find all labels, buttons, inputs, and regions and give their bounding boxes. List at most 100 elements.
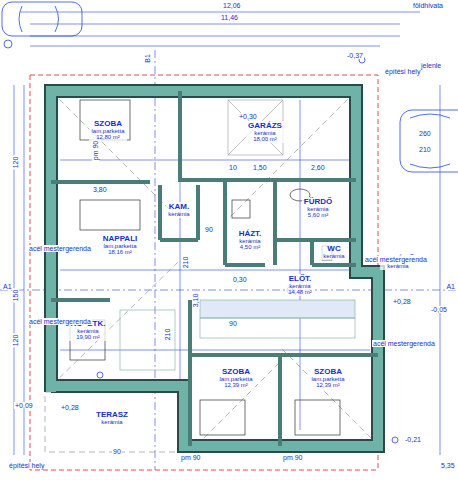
room-label: TERASZkerámia [94, 410, 130, 427]
room-name: SZOBA [219, 368, 252, 376]
dimension-label: 210 [183, 255, 190, 269]
wall [312, 263, 356, 267]
walls [51, 91, 378, 446]
floor-material: kerámia [96, 419, 128, 425]
dimension-label: 260 [418, 130, 432, 137]
room-area: 19,90 m² [71, 334, 106, 340]
dimension-label: 12,06 [222, 2, 242, 9]
floor-material: kerámia [168, 211, 189, 217]
boundary [30, 75, 378, 470]
wall [51, 180, 150, 184]
building-line [30, 75, 378, 470]
dimension-label: pm 90 [93, 139, 100, 160]
floor-material: kerámia [71, 328, 106, 334]
dim-line [300, 100, 301, 430]
dimension-label: 10 [228, 164, 238, 171]
skylight [228, 100, 283, 155]
room-label: NAPPALIlam.parketta18,16 m² [101, 234, 140, 257]
floor-material: kerámia [288, 283, 312, 289]
ridge [280, 347, 385, 452]
point [392, 437, 398, 443]
dimension-label: 2,60 [310, 164, 326, 171]
dim-line [60, 270, 360, 271]
car [400, 110, 458, 172]
dimension-label: 3,80 [92, 186, 108, 193]
dimension-label: acél mestergerenda [364, 256, 428, 263]
room-area: 5,60 m² [304, 212, 332, 218]
room-label: WCkerámia [321, 244, 346, 261]
dimension-label: 120 [13, 333, 20, 347]
floor-material: lam.parketta [219, 376, 252, 382]
wall [180, 178, 356, 182]
car-window [19, 6, 59, 32]
wall [310, 240, 314, 265]
dim-line [30, 46, 380, 47]
dimension-label: pm 90 [282, 454, 303, 461]
dimension-lines [0, 12, 458, 470]
boundary [30, 75, 378, 470]
dimension-label: 150 [13, 288, 20, 302]
dimension-label: építési hely [8, 462, 45, 469]
dimension-label: földhivata [412, 2, 444, 9]
room-label: FÜRDŐkerámia5,60 m² [302, 197, 334, 220]
room-name: KAM. [168, 203, 189, 211]
dimension-label: -0,37 [346, 52, 364, 59]
kitchen-counter [120, 310, 175, 370]
room-name: SZOBA [311, 368, 344, 376]
room-name: GARÁZS [248, 122, 282, 130]
room-name: SZOBA [91, 120, 124, 128]
dim-line [30, 24, 400, 25]
floor-material: lam.parketta [91, 128, 124, 134]
dim-line [24, 85, 25, 455]
room-area: 12,39 m² [311, 382, 344, 388]
room-label: SZOBAlam.parketta12,39 m² [217, 367, 254, 390]
bed [200, 400, 245, 435]
ridge [230, 85, 362, 217]
section-line [0, 290, 458, 291]
room-label: GARÁZSkerámia18,00 m² [246, 121, 284, 144]
section-line [155, 50, 156, 470]
fixtures [70, 100, 340, 435]
room-name: FÜRDŐ [304, 198, 332, 206]
wall [160, 238, 198, 242]
dimension-label: 3,10 [193, 292, 200, 308]
dimension-label: A1 [445, 283, 456, 290]
wall [178, 91, 182, 182]
wardrobe [200, 300, 355, 318]
wall [275, 238, 356, 242]
dim-line [60, 160, 360, 161]
sofa [80, 200, 140, 230]
dim-line [60, 350, 370, 351]
wall [278, 355, 282, 446]
room-name: ELŐT. [288, 275, 312, 283]
room-area: 12,39 m² [219, 382, 252, 388]
floor-material: kerámia [323, 253, 344, 259]
room-label: SZOBAlam.parketta12,80 m² [89, 119, 126, 142]
dim-line [20, 12, 420, 13]
car [2, 2, 82, 36]
outer-wall [51, 91, 378, 446]
room-label: HÁZT.kerámia4,50 m² [237, 229, 264, 252]
wall [158, 185, 162, 240]
outer-wall-edge [51, 91, 378, 446]
wall [196, 185, 200, 240]
boiler [232, 200, 250, 218]
dimension-label: A1 [2, 283, 13, 290]
dimension-label: acél mestergerenda [28, 318, 92, 325]
dimension-label: 90 [228, 320, 238, 327]
dimension-label: jelenle [420, 62, 442, 69]
wall [223, 180, 227, 265]
roof-lines [45, 85, 385, 452]
room-label: KAM.kerámia [166, 202, 191, 219]
dim-line [440, 85, 441, 455]
skylight [228, 100, 283, 155]
dimension-label: +0,28 [60, 404, 80, 411]
dimension-label: 0,30 [232, 276, 248, 283]
room-name: HÁZT. [239, 230, 262, 238]
dimension-label: építési hely [384, 68, 421, 75]
dimension-label: +0,09 [14, 402, 34, 409]
room-label: SZOBAlam.parketta12,39 m² [309, 367, 346, 390]
dimension-label: acél mestergerenda [372, 340, 436, 347]
dimension-label: 120 [13, 155, 20, 169]
dimension-label: B1 [144, 53, 151, 64]
